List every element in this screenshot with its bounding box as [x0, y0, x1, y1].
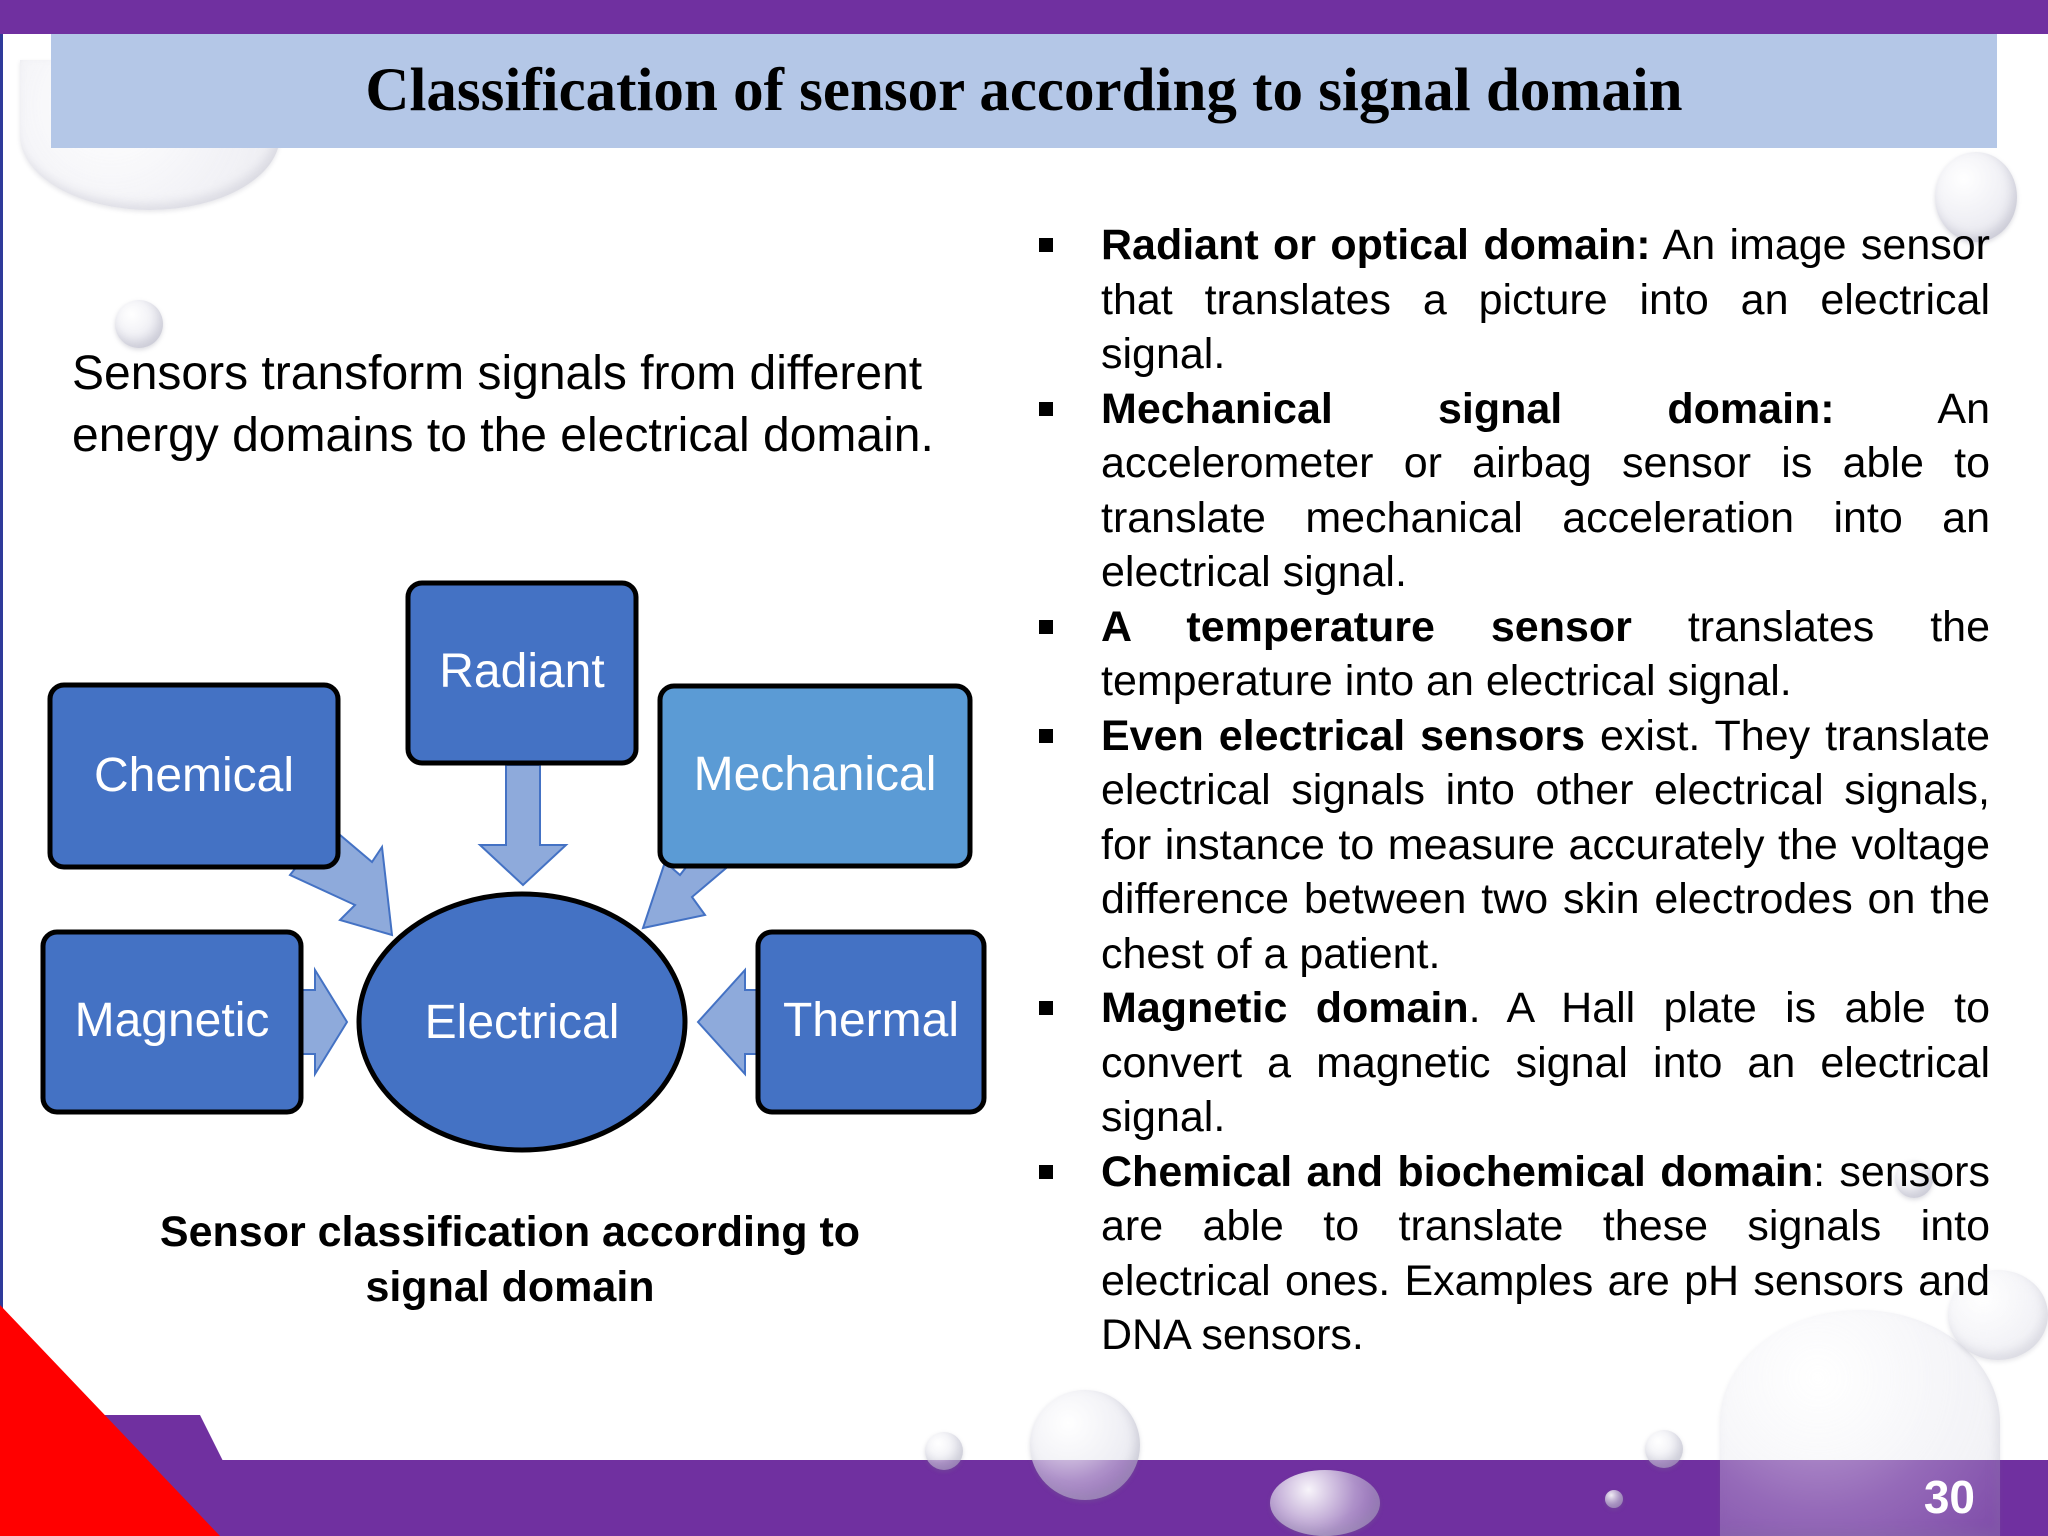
square-bullet-icon	[1039, 238, 1053, 252]
node-mechanical	[657, 683, 973, 869]
arrow-radiant-to-electrical	[477, 764, 569, 887]
water-drop-decoration	[1030, 1390, 1140, 1500]
water-drop-decoration	[1935, 152, 2017, 242]
caption-line-1: Sensor classification according to	[159, 1208, 861, 1256]
bullet-temperature: A temperature sensor translates the temp…	[1035, 600, 1990, 709]
bullet-electrical: Even electrical sensors exist. They tran…	[1035, 709, 1990, 982]
node-mechanical-label: Mechanical	[694, 748, 937, 801]
square-bullet-icon	[1039, 1164, 1053, 1179]
page-number: 30	[1923, 1471, 1975, 1523]
square-bullet-icon	[1039, 1001, 1053, 1015]
node-radiant	[405, 580, 639, 766]
node-thermal-label: Thermal	[783, 994, 959, 1047]
intro-line-1: Sensors transform signals from different	[72, 347, 923, 400]
node-chemical-label: Chemical	[94, 749, 294, 802]
water-drop-decoration	[1720, 1310, 2000, 1536]
water-drop-decoration	[115, 300, 163, 348]
water-drop-decoration	[1605, 1490, 1623, 1508]
diagram-caption: Sensor classification according to signa…	[110, 1205, 910, 1315]
water-drop-decoration	[1270, 1470, 1380, 1536]
square-bullet-icon	[1039, 728, 1053, 743]
node-chemical	[47, 682, 341, 870]
intro-line-2: energy domains to the electrical domain.	[72, 409, 934, 462]
node-magnetic	[40, 929, 304, 1115]
bottom-bar	[0, 1460, 2048, 1536]
node-electrical	[356, 891, 688, 1153]
title-band: Classification of sensor according to si…	[51, 34, 1997, 148]
node-electrical-label: Electrical	[425, 996, 620, 1049]
node-magnetic-label: Magnetic	[75, 994, 270, 1047]
node-thermal	[755, 929, 987, 1115]
water-drop-decoration	[1645, 1430, 1683, 1468]
caption-line-2: signal domain	[365, 1263, 655, 1311]
bullet-radiant: Radiant or optical domain: An image sens…	[1035, 218, 1990, 382]
top-bar	[0, 0, 2048, 34]
bullet-mechanical: Mechanical signal domain: An acceleromet…	[1035, 382, 1990, 600]
domain-bullet-list: Radiant or optical domain: An image sens…	[1035, 218, 1990, 1363]
left-edge-line	[0, 34, 3, 1464]
slide-title: Classification of sensor according to si…	[365, 57, 1683, 124]
intro-text: Sensors transform signals from different…	[72, 343, 1002, 467]
arrow-thermal-to-electrical	[696, 967, 761, 1077]
square-bullet-icon	[1039, 619, 1053, 634]
water-drop-decoration	[1948, 1270, 2048, 1360]
bullet-chemical: Chemical and biochemical domain: sensors…	[1035, 1145, 1990, 1363]
bullet-magnetic: Magnetic domain. A Hall plate is able to…	[1035, 981, 1990, 1145]
water-drop-decoration	[925, 1432, 963, 1470]
arrow-magnetic-to-electrical	[299, 966, 349, 1078]
node-radiant-label: Radiant	[439, 645, 604, 698]
signal-domain-diagram: Radiant Chemical Mechanical Magnetic The…	[40, 580, 987, 1153]
square-bullet-icon	[1039, 401, 1053, 416]
water-drop-decoration	[1895, 1160, 1933, 1198]
